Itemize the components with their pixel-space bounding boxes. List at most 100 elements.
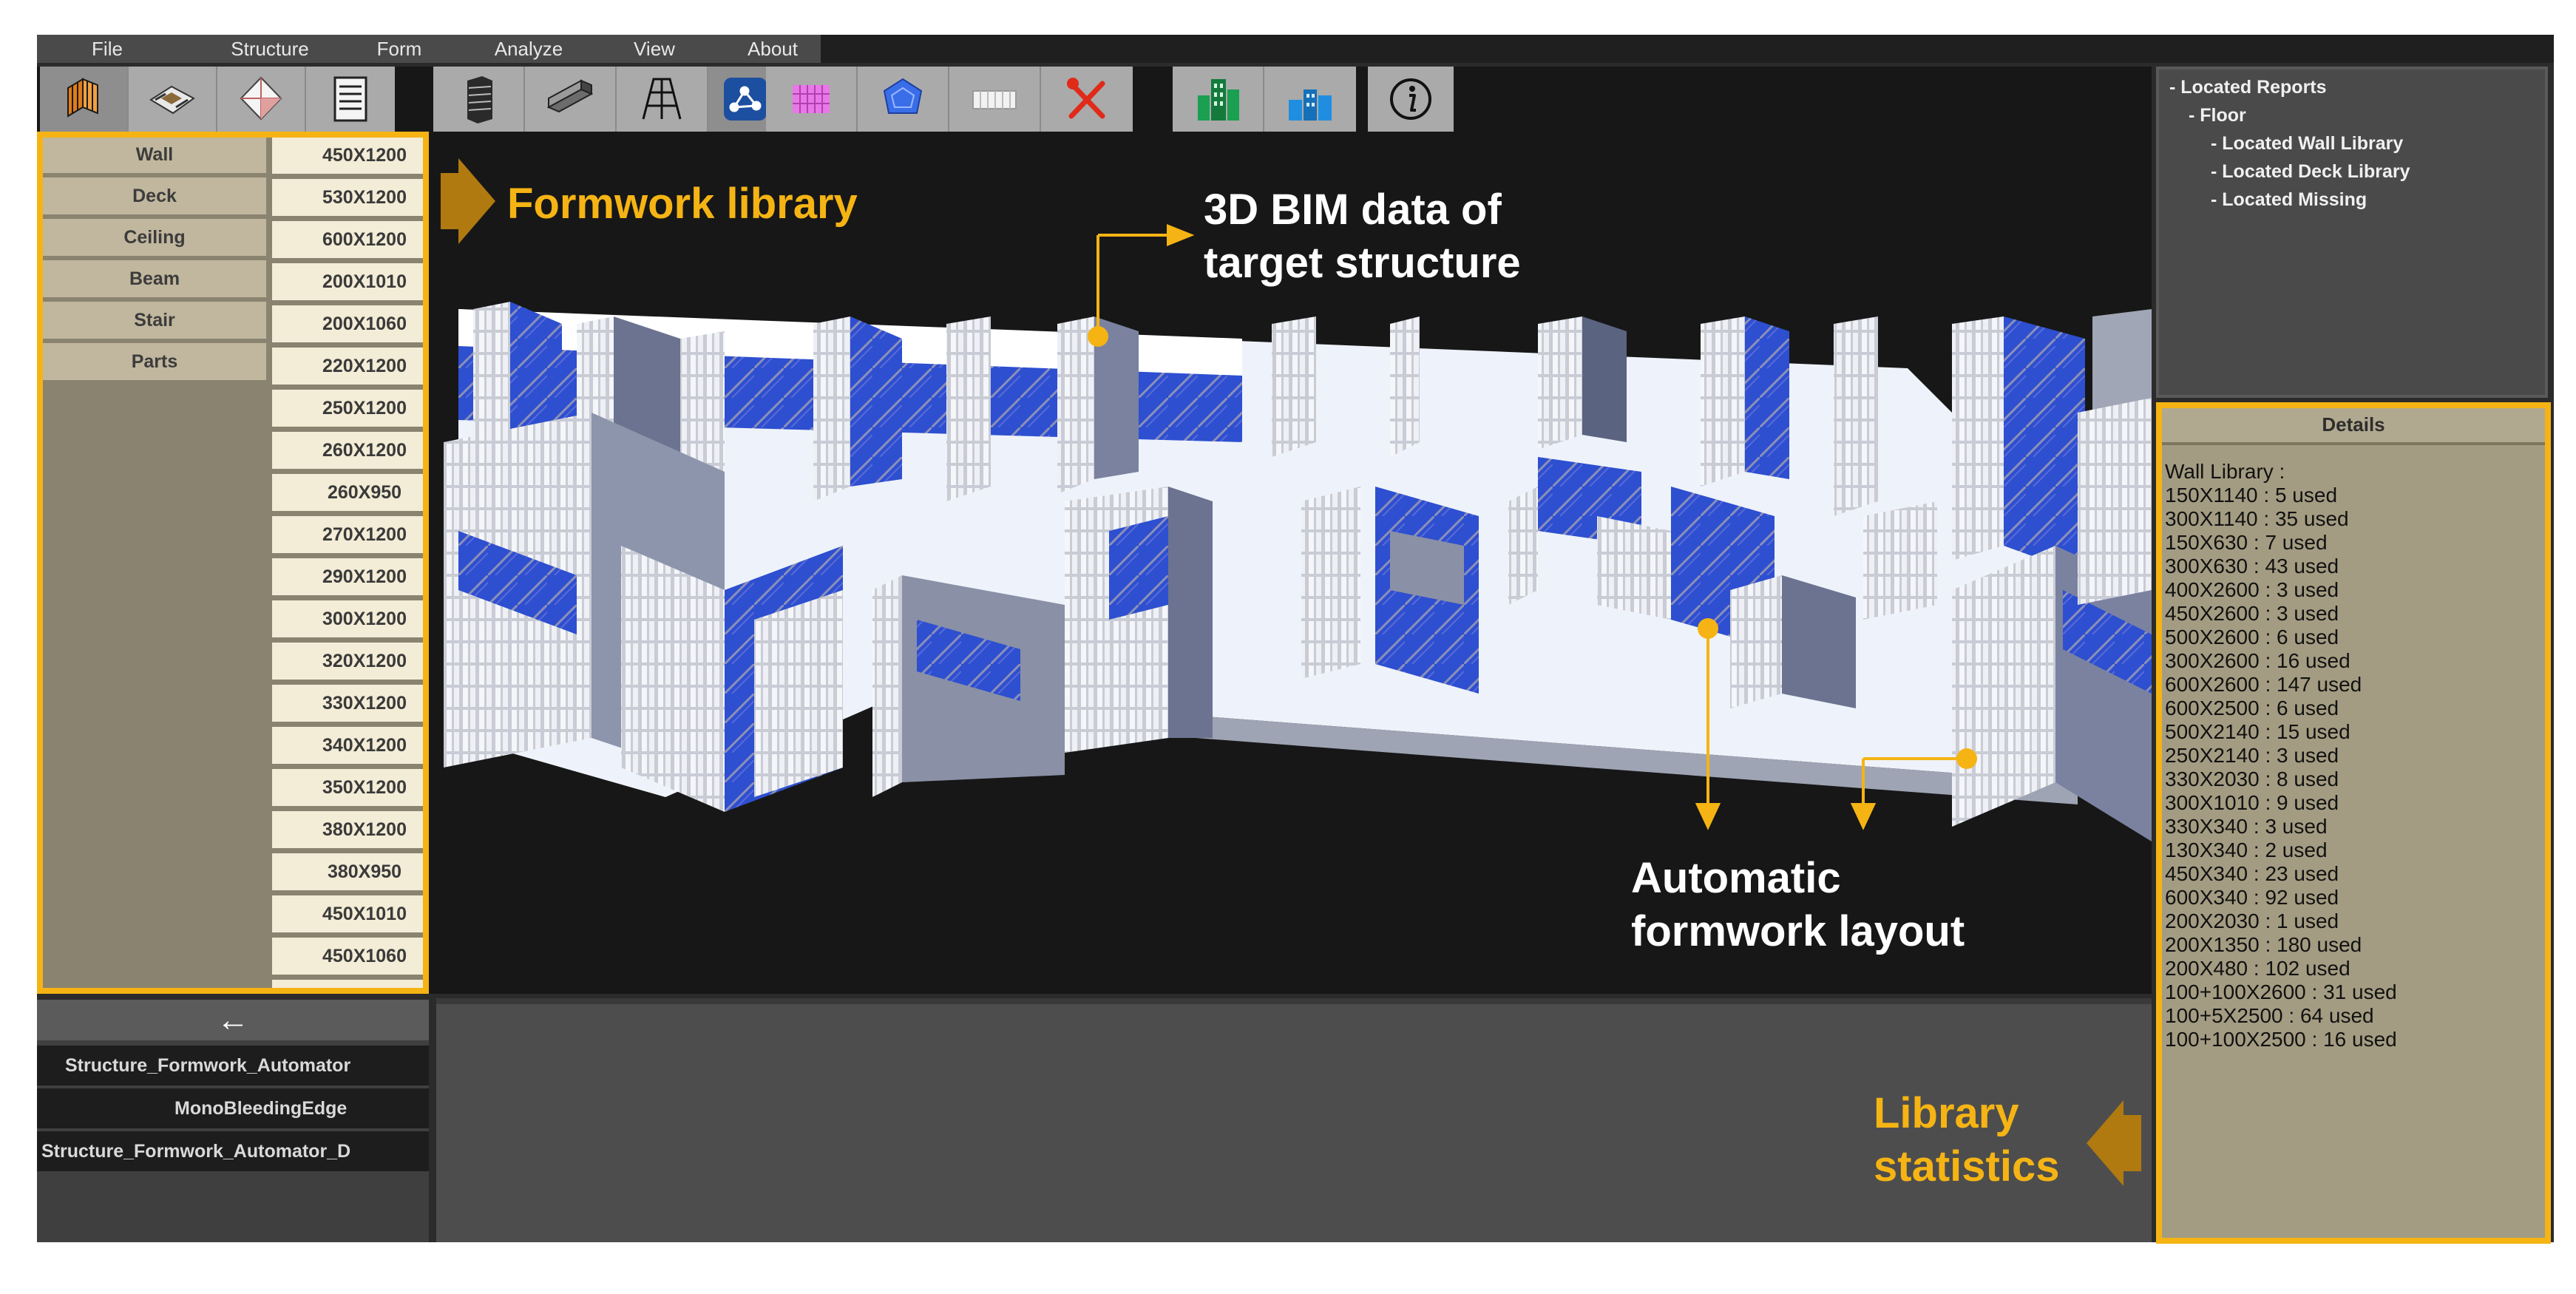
green-building-button[interactable]	[1173, 67, 1264, 132]
category-ceiling[interactable]: Ceiling	[43, 219, 266, 256]
menu-strip: File Structure Form Analyze View About	[37, 35, 821, 63]
project-item[interactable]: MonoBleedingEdge	[37, 1088, 429, 1128]
menu-form[interactable]: Form	[376, 38, 422, 60]
details-line: 500X2140 : 15 used	[2165, 720, 2350, 743]
frame-structure-button[interactable]	[617, 67, 708, 132]
project-panel: ← Structure_Formwork_Automator MonoBleed…	[37, 1000, 429, 1242]
category-stair[interactable]: Stair	[43, 302, 266, 339]
back-button[interactable]: ←	[37, 1000, 429, 1040]
tree-deck-library[interactable]: - Located Deck Library	[2211, 161, 2410, 182]
formwork-library-arrow-icon	[441, 158, 495, 244]
menu-analyze[interactable]: Analyze	[494, 38, 563, 60]
details-line: 450X340 : 23 used	[2165, 862, 2339, 885]
details-line: 200X1350 : 180 used	[2165, 933, 2362, 956]
category-deck[interactable]: Deck	[43, 177, 266, 214]
annotation-leaders	[1088, 224, 1977, 830]
details-line: 100+5X2500 : 64 used	[2165, 1004, 2374, 1027]
details-title: Details	[2158, 404, 2549, 445]
grid-mesh-button[interactable]	[766, 67, 858, 132]
menu-bar: File Structure Form Analyze View About	[37, 35, 2554, 63]
wall-formwork-icon	[67, 78, 98, 118]
polygon-icon	[883, 78, 923, 114]
reports-tree: - Located Reports - Floor - Located Wall…	[2156, 67, 2548, 398]
details-line: 400X2600 : 3 used	[2165, 578, 2339, 601]
info-button[interactable]	[1368, 67, 1454, 132]
details-line: 300X2600 : 16 used	[2165, 649, 2350, 672]
details-line: 300X630 : 43 used	[2165, 555, 2339, 577]
details-line: 330X2030 : 8 used	[2165, 768, 2339, 790]
details-panel: Details Wall Library : 150X1140 : 5 used…	[2158, 404, 2549, 1239]
library-statistics-arrow-icon	[2087, 1100, 2141, 1186]
floor-plan-icon	[149, 85, 195, 115]
building-tower-button[interactable]	[433, 67, 525, 132]
details-line: 300X1010 : 9 used	[2165, 791, 2339, 814]
details-line: 300X1140 : 35 used	[2165, 507, 2349, 530]
details-line: 600X340 : 92 used	[2165, 886, 2339, 909]
floor-plan-button[interactable]	[129, 67, 217, 132]
wall-panel-button[interactable]	[525, 67, 617, 132]
details-line: 600X2600 : 147 used	[2165, 673, 2362, 696]
category-parts[interactable]: Parts	[43, 343, 266, 380]
panel-strip-button[interactable]	[949, 67, 1041, 132]
details-line: 330X340 : 3 used	[2165, 815, 2328, 838]
annotation-stats-line2: statistics	[1874, 1142, 2060, 1190]
toolbar-form-group	[766, 67, 1133, 132]
report-button[interactable]	[306, 67, 395, 132]
info-icon	[1390, 78, 1431, 120]
polygon-button[interactable]	[858, 67, 949, 132]
details-line: 450X2600 : 3 used	[2165, 602, 2339, 625]
details-line: 500X2600 : 6 used	[2165, 626, 2339, 648]
details-line: 200X480 : 102 used	[2165, 957, 2350, 980]
details-heading: Wall Library :	[2165, 460, 2285, 483]
toolbar	[37, 67, 2152, 132]
diamond-button[interactable]	[217, 67, 306, 132]
details-line: 200X2030 : 1 used	[2165, 909, 2339, 932]
details-line: 130X340 : 2 used	[2165, 839, 2328, 861]
toolbar-structure-group	[433, 67, 782, 132]
tree-missing[interactable]: - Located Missing	[2211, 189, 2367, 210]
back-arrow-icon: ←	[217, 1002, 249, 1038]
menu-structure[interactable]: Structure	[231, 38, 309, 60]
menu-about[interactable]: About	[748, 38, 798, 60]
diamond-icon	[240, 76, 282, 121]
details-line: 250X2140 : 3 used	[2165, 744, 2339, 767]
toolbar-mode-group	[40, 67, 395, 132]
building-tower-icon	[467, 76, 492, 123]
details-line: 100+100X2500 : 16 used	[2165, 1028, 2397, 1051]
toolbar-about-group	[1368, 67, 1454, 132]
annotation-bim-line1: 3D BIM data of	[1204, 186, 1502, 234]
project-item[interactable]: Structure_Formwork_Automator_D	[37, 1131, 429, 1171]
details-line: 150X630 : 7 used	[2165, 531, 2328, 554]
blue-building-icon	[1289, 89, 1332, 121]
blue-building-button[interactable]	[1264, 67, 1356, 132]
frame-structure-icon	[642, 78, 682, 120]
annotation-stats-line1: Library	[1874, 1089, 2019, 1137]
toolbar-analyze-group	[1173, 67, 1356, 132]
green-building-icon	[1198, 79, 1239, 121]
console-panel	[436, 998, 2152, 1242]
category-wall[interactable]: Wall	[43, 136, 266, 173]
menu-file[interactable]: File	[92, 38, 123, 60]
wall-panel-icon	[546, 79, 594, 113]
wall-mode-button[interactable]	[40, 67, 129, 132]
annotation-layout-line2: formwork layout	[1631, 907, 1965, 955]
front-rooms	[444, 398, 2152, 841]
details-line: 600X2500 : 6 used	[2165, 697, 2339, 719]
report-list-icon	[333, 76, 367, 122]
category-beam[interactable]: Beam	[43, 260, 266, 297]
3d-viewport[interactable]	[429, 132, 2152, 994]
project-item[interactable]: Structure_Formwork_Automator	[37, 1046, 429, 1085]
panel-strip-icon	[972, 90, 1017, 109]
menu-view[interactable]: View	[634, 38, 675, 60]
library-category-list: Wall Deck Ceiling Beam Stair Parts	[43, 132, 266, 380]
formwork-library-panel: Wall Deck Ceiling Beam Stair Parts 450X1…	[37, 132, 457, 994]
grid-mesh-icon	[793, 85, 830, 113]
tree-wall-library[interactable]: - Located Wall Library	[2211, 133, 2404, 154]
bim-model-render	[444, 224, 2152, 841]
tree-floor[interactable]: - Floor	[2189, 105, 2246, 126]
annotation-bim-line2: target structure	[1204, 239, 1521, 287]
tools-button[interactable]	[1041, 67, 1133, 132]
tree-located-reports[interactable]: - Located Reports	[2169, 77, 2327, 98]
tools-icon	[1067, 78, 1105, 119]
annotation-layout-line1: Automatic	[1631, 854, 1841, 902]
